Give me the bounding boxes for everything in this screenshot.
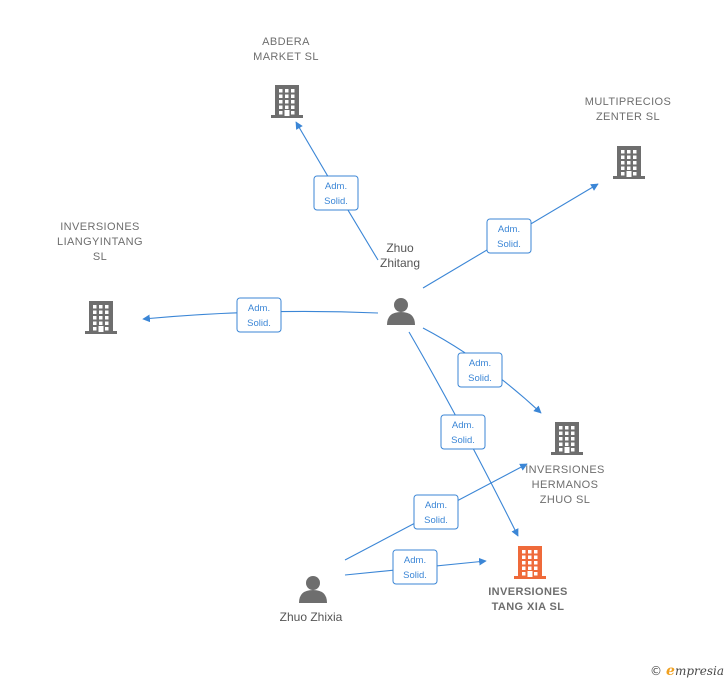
edge-zhuo_zhitang-to-hermanos: Adm. Solid. [422, 327, 542, 414]
person-icon [387, 298, 415, 325]
node-label-line: HERMANOS [532, 479, 599, 491]
node-label-line: ABDERA [262, 36, 310, 48]
edge-zhuo_zhitang-to-abdera: Adm. Solid. [295, 121, 379, 261]
role-label-text: Solid. [424, 515, 448, 526]
brand-footer: ©empresia [650, 663, 724, 679]
building-icon [85, 301, 117, 334]
edges-layer: Adm. Solid. Adm. Solid. Adm. Solid. Adm. Solid.… [142, 121, 599, 585]
edge-zhuo_zhitang-to-multiprecios: Adm. Solid. [422, 183, 599, 289]
role-label-frame [413, 494, 459, 530]
role-label-text: Adm. [248, 303, 270, 314]
node-label-line: MARKET SL [253, 51, 319, 63]
role-label-frame [313, 175, 359, 211]
node-zhuo_zhixia[interactable]: Zhuo Zhixia [280, 576, 343, 624]
node-label-line: MULTIPRECIOS [585, 96, 672, 108]
role-label-frame [486, 218, 532, 254]
building-icon [613, 146, 645, 179]
node-label-line: INVERSIONES [60, 221, 140, 233]
copyright-icon: © [650, 664, 663, 678]
role-label-text: Adm. [452, 420, 474, 431]
brand-logo-initial: e [666, 663, 675, 679]
building-icon [551, 422, 583, 455]
node-label-line: ZENTER SL [596, 111, 660, 123]
edge-zhuo_zhitang-to-tangxia: Adm. Solid. [408, 331, 519, 537]
edge-zhuo_zhixia-to-hermanos: Adm. Solid. [344, 463, 528, 561]
node-label-line: INVERSIONES [488, 586, 568, 598]
node-multiprecios[interactable]: MULTIPRECIOS ZENTER SL [585, 96, 672, 179]
node-label-line: Zhuo [386, 241, 414, 255]
role-label-text: Solid. [324, 196, 348, 207]
node-label-line: TANG XIA SL [492, 601, 565, 613]
node-label-line: ZHUO SL [540, 494, 590, 506]
role-label-box[interactable]: Adm. Solid. [413, 494, 459, 530]
node-label-line: Zhitang [380, 256, 420, 270]
node-label-line: Zhuo Zhixia [280, 610, 343, 624]
role-label-box[interactable]: Adm. Solid. [313, 175, 359, 211]
role-label-frame [236, 297, 282, 333]
role-label-box[interactable]: Adm. Solid. [440, 414, 486, 450]
person-icon [299, 576, 327, 603]
role-label-box[interactable]: Adm. Solid. [392, 549, 438, 585]
role-label-text: Adm. [325, 181, 347, 192]
role-label-text: Adm. [404, 555, 426, 566]
role-label-text: Adm. [498, 224, 520, 235]
role-label-text: Solid. [451, 435, 475, 446]
node-liangyintang[interactable]: INVERSIONES LIANGYINTANG SL [57, 221, 143, 334]
role-label-box[interactable]: Adm. Solid. [486, 218, 532, 254]
role-label-text: Solid. [403, 570, 427, 581]
role-label-box[interactable]: Adm. Solid. [236, 297, 282, 333]
role-label-frame [392, 549, 438, 585]
node-abdera[interactable]: ABDERA MARKET SL [253, 36, 319, 118]
node-hermanos[interactable]: INVERSIONES HERMANOS ZHUO SL [525, 422, 605, 506]
role-label-text: Solid. [247, 318, 271, 329]
role-label-text: Solid. [497, 239, 521, 250]
edge-zhuo_zhixia-to-tangxia: Adm. Solid. [344, 549, 487, 585]
building-icon [271, 85, 303, 118]
role-label-box[interactable]: Adm. Solid. [457, 352, 503, 388]
role-label-text: Adm. [469, 358, 491, 369]
role-label-frame [440, 414, 486, 450]
brand-logo-text: mpresia [674, 664, 724, 678]
building-icon [514, 546, 546, 579]
node-label-line: SL [93, 251, 107, 263]
role-label-frame [457, 352, 503, 388]
role-label-text: Adm. [425, 500, 447, 511]
role-label-text: Solid. [468, 373, 492, 384]
node-label-line: INVERSIONES [525, 464, 605, 476]
node-tangxia[interactable]: INVERSIONES TANG XIA SL [488, 546, 568, 613]
edge-zhuo_zhitang-to-liangyintang: Adm. Solid. [142, 297, 379, 333]
node-label-line: LIANGYINTANG [57, 236, 143, 248]
